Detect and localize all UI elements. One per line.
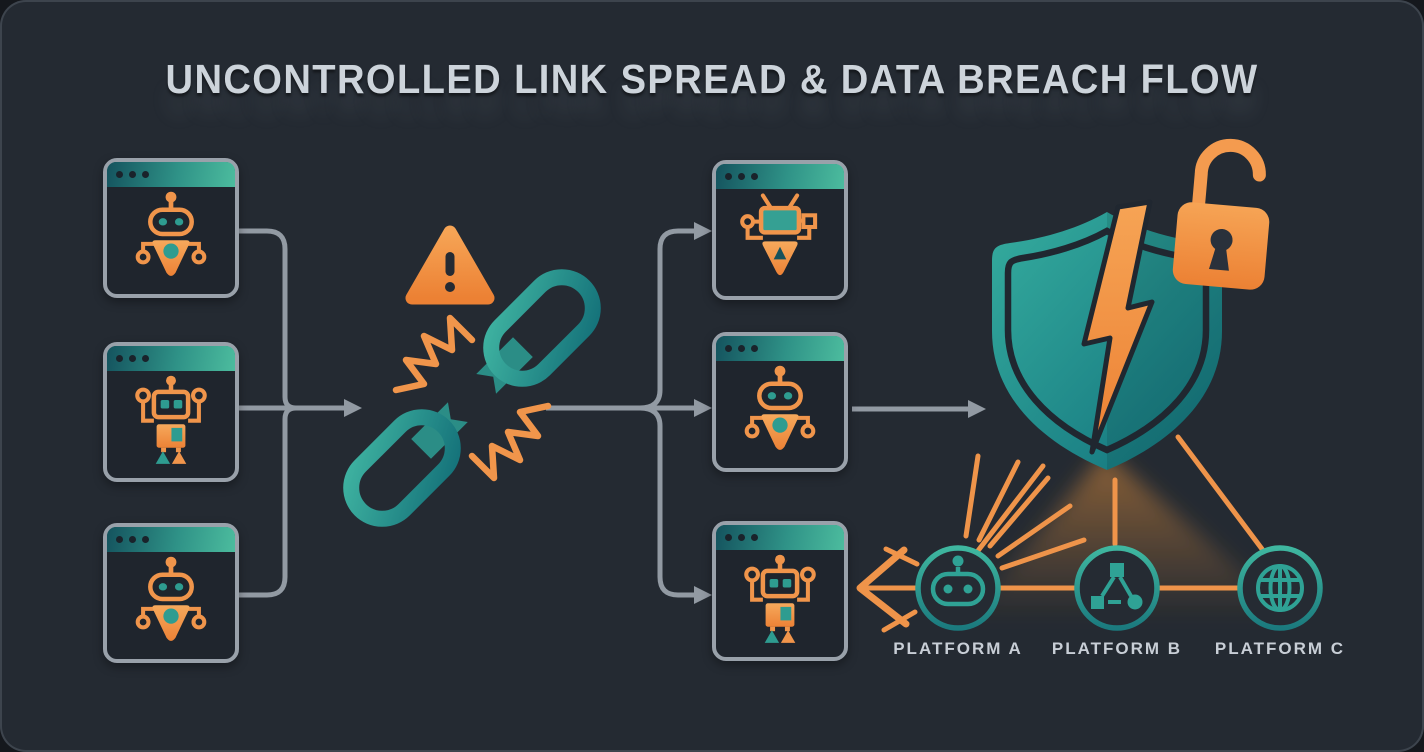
window-dot-icon: [116, 171, 123, 178]
window-body: [716, 361, 844, 464]
globe-icon: [1237, 545, 1323, 631]
robot-head-icon: [915, 545, 1001, 631]
platform-a-node: [912, 542, 1004, 634]
window-dot-icon: [751, 345, 758, 352]
window-dot-icon: [129, 171, 136, 178]
window-dot-icon: [725, 345, 732, 352]
platform-a-label: PLATFORM A: [893, 639, 1023, 658]
window-body: [107, 552, 235, 655]
funnel-robot-icon: [126, 189, 216, 288]
window-dot-icon: [116, 536, 123, 543]
window-dot-icon: [738, 534, 745, 541]
sunburst-rays-icon: [881, 453, 1087, 633]
window-dot-icon: [725, 173, 732, 180]
square-robot-icon: [735, 552, 825, 651]
window-dot-icon: [142, 171, 149, 178]
window-body: [107, 187, 235, 290]
branch-arrowhead-top-icon: [694, 222, 712, 240]
platform-links: [974, 434, 1265, 591]
broken-chain-icon: [343, 269, 601, 527]
funnel-robot-icon: [735, 363, 825, 462]
window-dot-icon: [738, 173, 745, 180]
platform-b-label: PLATFORM B: [1051, 639, 1183, 658]
window-dot-icon: [738, 345, 745, 352]
merge-arrowhead-icon: [344, 399, 362, 417]
window-header: [107, 346, 235, 371]
break-burst-lower-icon: [468, 402, 552, 482]
break-burst-upper-icon: [392, 314, 476, 394]
square-robot-icon: [126, 373, 216, 472]
breach-glow: [970, 452, 1292, 615]
diagram-title: UNCONTROLLED LINK SPREAD & DATA BREACH F…: [165, 56, 1259, 102]
browser-window-spread-2: [712, 332, 848, 472]
window-header: [716, 336, 844, 361]
browser-window-source-2: [103, 342, 239, 482]
window-dot-icon: [129, 536, 136, 543]
platform-c-node: [1234, 542, 1326, 634]
browser-window-source-3: [103, 523, 239, 663]
window-body: [716, 189, 844, 292]
browser-window-spread-3: [712, 521, 848, 661]
open-padlock-icon: [1172, 138, 1270, 290]
feedback-arrow: [856, 546, 918, 628]
window-body: [716, 550, 844, 653]
branch-arrowhead-bottom-icon: [694, 586, 712, 604]
window-dot-icon: [751, 173, 758, 180]
branch-arrowhead-mid-icon: [694, 399, 712, 417]
network-nodes-icon: [1074, 545, 1160, 631]
warning-triangle-icon: [405, 225, 495, 305]
browser-window-source-1: [103, 158, 239, 298]
branch-connector: [546, 228, 696, 598]
window-dot-icon: [725, 534, 732, 541]
window-header: [716, 525, 844, 550]
window-header: [107, 162, 235, 187]
browser-window-spread-1: [712, 160, 848, 300]
window-header: [107, 527, 235, 552]
tv-robot-icon: [735, 191, 825, 290]
window-dot-icon: [142, 536, 149, 543]
window-dot-icon: [116, 355, 123, 362]
shield-arrowhead-icon: [968, 400, 986, 418]
window-dot-icon: [129, 355, 136, 362]
window-body: [107, 371, 235, 474]
window-dot-icon: [751, 534, 758, 541]
window-header: [716, 164, 844, 189]
platform-b-node: [1071, 542, 1163, 634]
platform-c-label: PLATFORM C: [1214, 639, 1346, 658]
funnel-robot-icon: [126, 554, 216, 653]
window-dot-icon: [142, 355, 149, 362]
merge-connector: [239, 228, 346, 598]
